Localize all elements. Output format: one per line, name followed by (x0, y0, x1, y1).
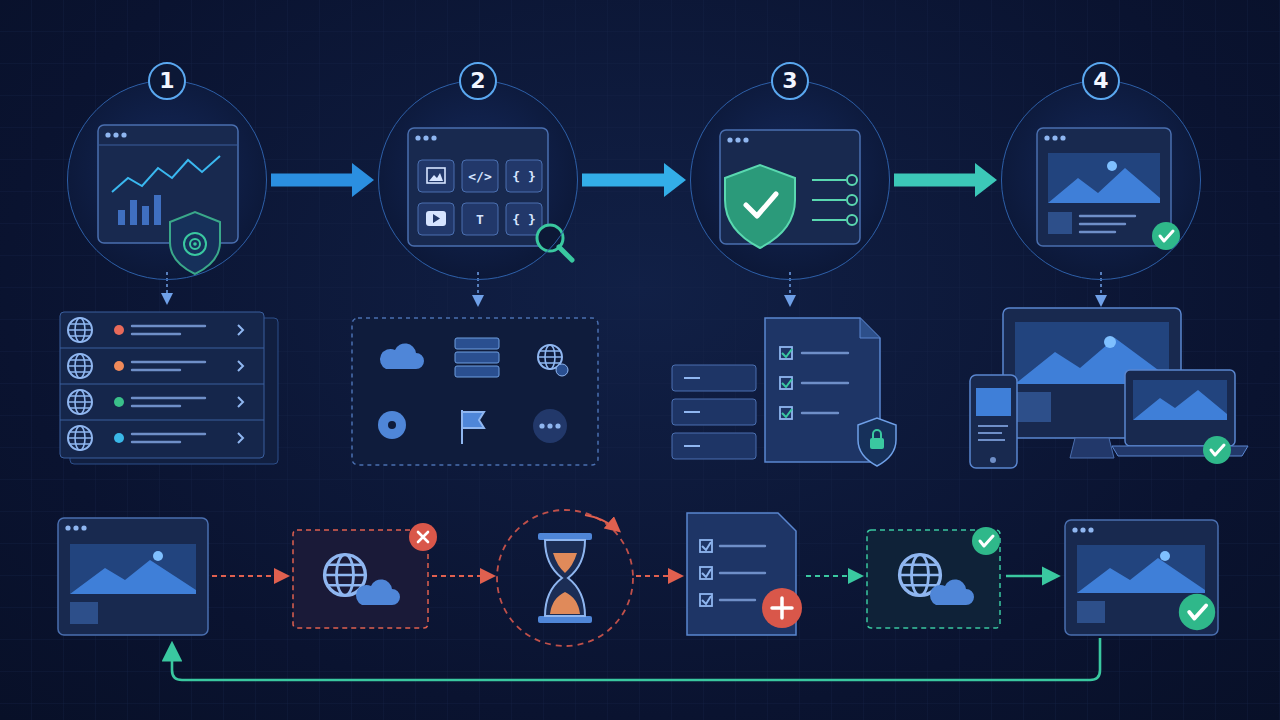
step-badge: 2 (459, 62, 497, 100)
icon-glyph: { } (512, 170, 535, 183)
step-circle: 1 (67, 80, 267, 280)
site-list (60, 312, 278, 464)
icon-glyph: { } (512, 213, 535, 226)
step-badge: 1 (148, 62, 186, 100)
arrow-head (975, 163, 997, 197)
step-number: 3 (782, 70, 797, 92)
analytics-window (98, 125, 238, 274)
step-circle: 4 (1001, 80, 1201, 280)
arrow-shaft (271, 174, 354, 187)
step-number: 4 (1093, 70, 1108, 92)
step-number: 2 (470, 70, 485, 92)
arrow-head (664, 163, 686, 197)
content-window (408, 128, 572, 260)
step-number: 1 (159, 70, 174, 92)
flow-arrow (894, 163, 997, 197)
devices (970, 308, 1248, 468)
icon-glyph: T (476, 213, 484, 226)
arrow-shaft (582, 174, 666, 187)
resource-box (352, 318, 598, 465)
recovery-flow (58, 510, 1218, 680)
step-circle: 3 (690, 80, 890, 280)
icon-glyph: </> (468, 170, 491, 183)
step-badge: 3 (771, 62, 809, 100)
flow-arrow (271, 163, 374, 197)
secure-storage (672, 318, 896, 466)
flow-arrow (582, 163, 686, 197)
published-window (1037, 128, 1180, 250)
security-window (720, 130, 860, 248)
arrow-head (352, 163, 374, 197)
arrow-shaft (894, 174, 977, 187)
step-badge: 4 (1082, 62, 1120, 100)
